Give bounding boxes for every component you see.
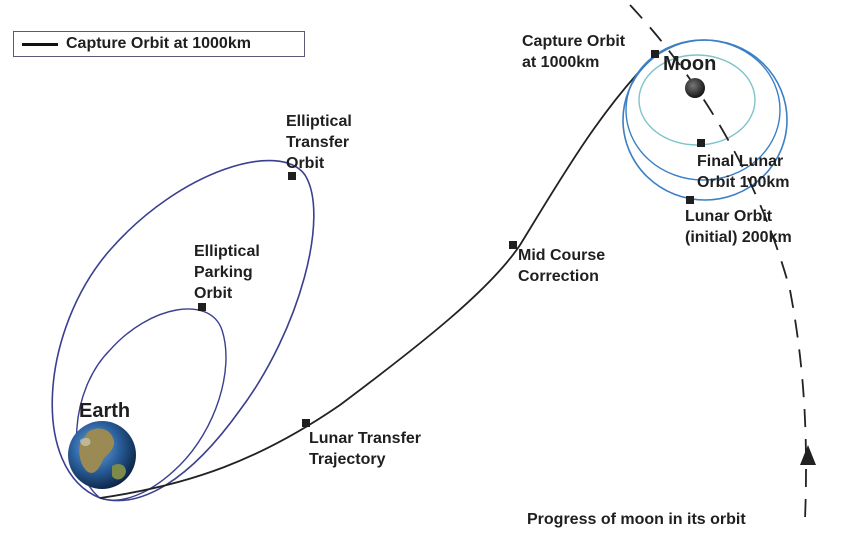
moon-orbit-path-dashed xyxy=(629,4,807,521)
lunar-orbit-initial-marker xyxy=(686,196,694,204)
elliptical-transfer-orbit-label: Elliptical Transfer Orbit xyxy=(286,113,356,172)
capture-orbit-label: Capture Orbit at 1000km xyxy=(522,33,630,71)
moon-progress-label: Progress of moon in its orbit xyxy=(527,511,746,528)
lunar-transfer-trajectory xyxy=(99,54,656,499)
earth-icon xyxy=(68,421,136,489)
moon-progress-arrow-icon xyxy=(800,445,816,465)
capture-orbit-marker xyxy=(651,50,659,58)
elliptical-transfer-orbit xyxy=(51,159,315,502)
mid-course-correction-label: Mid Course Correction xyxy=(518,247,610,285)
earth-label: Earth xyxy=(79,400,130,422)
final-lunar-orbit-marker xyxy=(697,139,705,147)
legend: Capture Orbit at 1000km xyxy=(13,31,305,57)
final-lunar-orbit-label: Final Lunar Orbit 100km xyxy=(697,153,789,191)
moon-label: Moon xyxy=(663,53,716,75)
mid-course-marker xyxy=(509,241,517,249)
lunar-orbit-initial-label: Lunar Orbit (initial) 200km xyxy=(685,208,792,246)
elliptical-parking-orbit-label: Elliptical Parking Orbit xyxy=(194,243,264,302)
legend-line-swatch xyxy=(22,42,58,46)
lunar-transfer-trajectory-label: Lunar Transfer Trajectory xyxy=(309,430,425,468)
moon-icon xyxy=(685,78,705,98)
lunar-orbit-intermediate xyxy=(625,39,781,181)
elliptical-transfer-marker xyxy=(288,172,296,180)
legend-label: Capture Orbit at 1000km xyxy=(66,35,251,52)
lunar-transfer-marker xyxy=(302,419,310,427)
elliptical-parking-orbit xyxy=(75,308,227,501)
elliptical-parking-marker xyxy=(198,303,206,311)
